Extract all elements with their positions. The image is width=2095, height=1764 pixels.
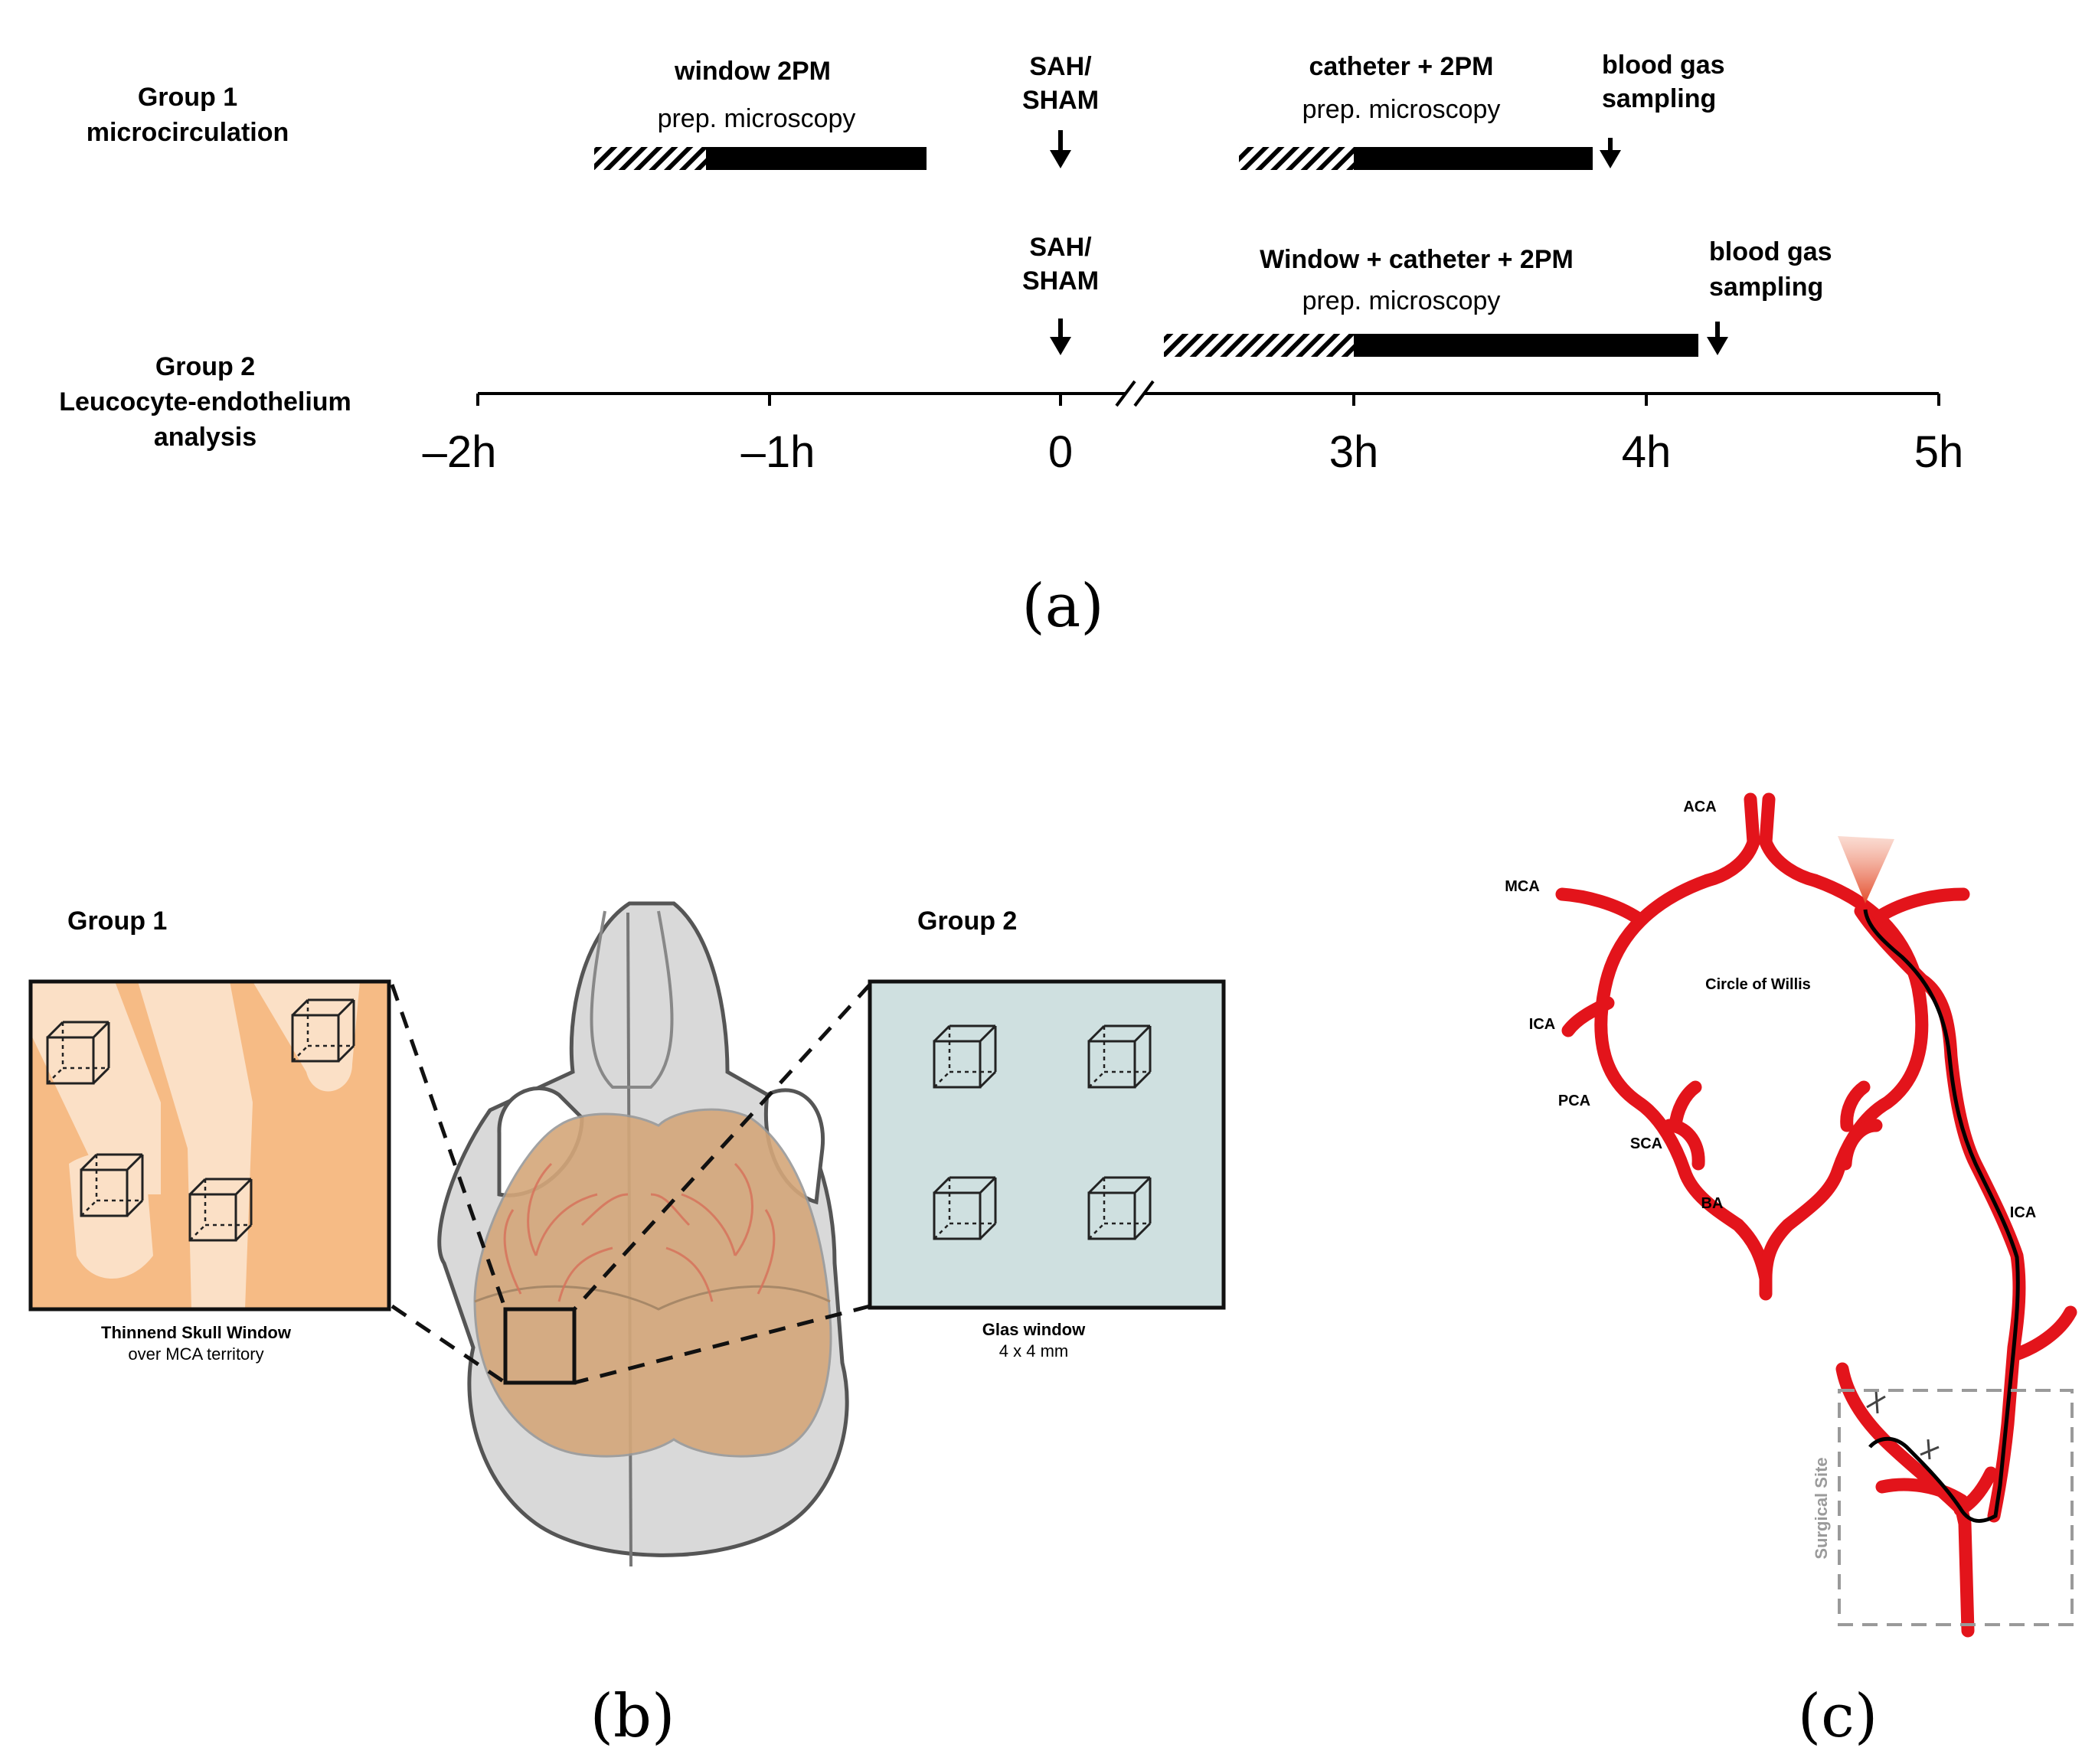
label-ica-left: ICA	[1529, 1016, 1555, 1033]
g1-catheter-title: catheter + 2PM	[1309, 52, 1494, 81]
g2-sah-line2: SHAM	[1022, 266, 1099, 296]
surgical-site-box	[1838, 1389, 2074, 1626]
g2-window-subtitle: prep. microscopy	[1302, 286, 1501, 315]
group2-title: Group 2	[917, 906, 1017, 936]
label-circle-of-willis: Circle of Willis	[1705, 976, 1811, 993]
group2-label-line3: analysis	[154, 423, 257, 452]
injection-fan	[1838, 836, 1894, 903]
tick-label-0: 0	[1048, 427, 1073, 477]
tick-label-5h: 5h	[1914, 427, 1964, 477]
mouse-skull-illustration	[437, 901, 849, 1567]
group2-label-line1: Group 2	[155, 352, 255, 381]
tick-label-minus2h: –2h	[423, 427, 497, 477]
g2-solid-bar	[1354, 334, 1698, 357]
g1-sah-line2: SHAM	[1022, 86, 1099, 115]
ligature-marks	[1866, 1390, 1940, 1460]
g1-bloodgas-line2: sampling	[1602, 84, 1716, 113]
g1-window-hatched-bar	[594, 147, 706, 170]
g1-window-subtitle: prep. microscopy	[658, 104, 856, 133]
thinned-skull-window	[28, 979, 391, 1312]
panel-c-circle-of-willis: Surgical Site ACA MCA Circle of Willis I…	[1505, 792, 2077, 1751]
group1-label-line1: Group 1	[138, 83, 237, 112]
panel-b-windows: Group 1 Group 2 Thinnend Skull Window ov…	[28, 901, 1226, 1751]
g2-caption-line1: Glas window	[982, 1320, 1086, 1339]
g1-catheter-hatched-bar	[1239, 147, 1354, 170]
g1-caption-line2: over MCA territory	[128, 1344, 263, 1364]
g1-catheter-solid-bar	[1354, 147, 1593, 170]
g2-bloodgas-arrow	[1707, 322, 1728, 355]
zoom-connector-lines	[390, 983, 871, 1385]
label-mca: MCA	[1505, 878, 1540, 895]
caption-a: (a)	[1021, 572, 1103, 641]
caption-c: (c)	[1798, 1682, 1878, 1751]
g2-sah-line1: SAH/	[1029, 233, 1092, 262]
g2-hatched-bar	[1164, 334, 1354, 357]
tick-label-4h: 4h	[1622, 427, 1672, 477]
tick-label-minus1h: –1h	[741, 427, 815, 477]
g2-bloodgas-line2: sampling	[1709, 273, 1823, 302]
g2-caption-line2: 4 x 4 mm	[999, 1341, 1068, 1361]
caption-b: (b)	[590, 1682, 675, 1751]
surgical-site-label: Surgical Site	[1812, 1457, 1831, 1559]
group1-title: Group 1	[67, 906, 167, 936]
label-pca: PCA	[1558, 1093, 1590, 1109]
catheter-line	[1863, 909, 2020, 1524]
label-aca: ACA	[1683, 799, 1716, 815]
g1-catheter-subtitle: prep. microscopy	[1302, 95, 1501, 124]
label-sca: SCA	[1630, 1135, 1662, 1152]
group1-label-line2: microcirculation	[87, 118, 289, 147]
g2-sah-arrow	[1050, 318, 1071, 355]
group2-label-line2: Leucocyte-endothelium	[59, 387, 351, 416]
g1-bloodgas-arrow	[1600, 138, 1621, 168]
label-ba: BA	[1701, 1195, 1724, 1212]
g2-window-title: Window + catheter + 2PM	[1260, 245, 1574, 274]
time-axis	[476, 380, 1940, 407]
panel-a-timeline: Group 1 microcirculation Group 2 Leucocy…	[59, 51, 1963, 641]
g1-sah-arrow	[1050, 130, 1071, 168]
tick-label-3h: 3h	[1329, 427, 1379, 477]
g1-window-title: window 2PM	[674, 57, 831, 86]
g1-sah-line1: SAH/	[1029, 52, 1092, 81]
g1-window-solid-bar	[706, 147, 927, 170]
g2-bloodgas-line1: blood gas	[1709, 237, 1832, 266]
g1-bloodgas-line1: blood gas	[1602, 51, 1725, 80]
g1-caption-line1: Thinnend Skull Window	[101, 1323, 292, 1342]
glass-window	[868, 979, 1226, 1310]
label-ica-right: ICA	[2010, 1204, 2036, 1221]
